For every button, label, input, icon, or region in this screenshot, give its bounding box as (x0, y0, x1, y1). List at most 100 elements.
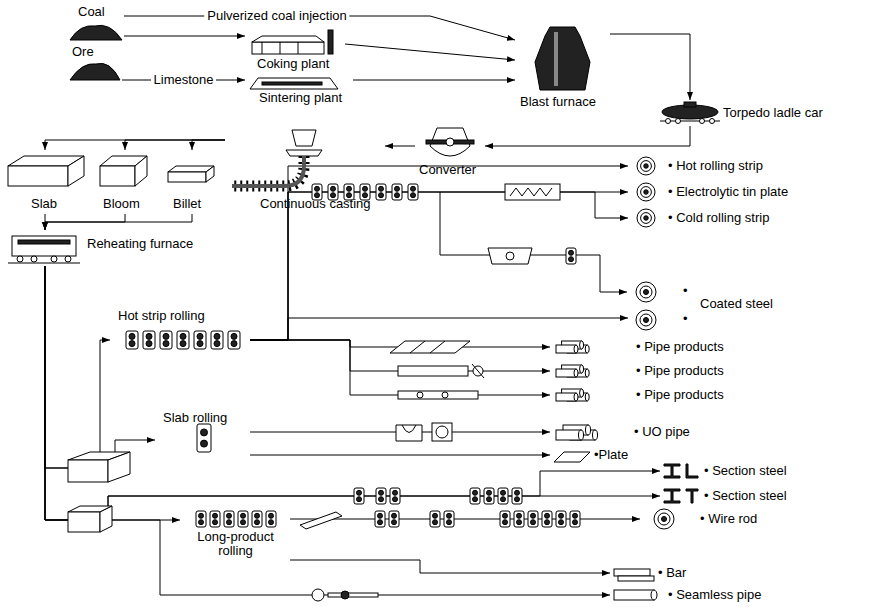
bullet-mark: • (683, 284, 688, 298)
rolling-stand (224, 511, 234, 527)
rolling-stand (376, 488, 386, 504)
pipe-mill-icon (472, 364, 484, 378)
rolling-stand (393, 497, 398, 502)
flow-arrow (45, 266, 180, 520)
billet-icon (206, 166, 214, 182)
rolling-stand (433, 513, 438, 518)
torpedo-car-icon (700, 119, 705, 124)
rolling-stand (214, 341, 220, 347)
process-node: • Hot rolling strip (628, 155, 868, 178)
rolling-stand (196, 511, 206, 527)
node-label: • Pipe products (636, 388, 724, 402)
rolling-stand (411, 186, 416, 191)
bloom-icon (100, 166, 135, 186)
flow-arrow (250, 318, 628, 340)
rolling-stand (556, 345, 576, 353)
process-node: Bloom (95, 150, 155, 214)
reheating-furnace-icon (31, 256, 37, 262)
reheating-furnace-icon (51, 256, 57, 262)
rolling-stand (228, 331, 240, 349)
blast-furnace-icon (535, 27, 590, 90)
rolling-stand (470, 488, 480, 504)
bullet-mark: • (683, 312, 688, 326)
rolling-stand (503, 513, 508, 518)
pipe-mill-icon (398, 364, 484, 378)
process-node: • Section steel (660, 460, 805, 482)
reheating-furnace-icon (65, 256, 71, 262)
rolling-stand (363, 186, 368, 191)
rolling-stand (593, 430, 598, 440)
rolling-stand (231, 333, 237, 339)
blast-furnace-icon (554, 32, 558, 86)
rolling-stand (227, 513, 232, 518)
rolling-stand (269, 520, 274, 525)
coking-plant-icon (252, 36, 324, 42)
rolling-stand (389, 511, 399, 527)
rolling-stand (580, 389, 584, 397)
coking-plant-icon (252, 42, 324, 54)
process-node: • Pipe products (550, 384, 770, 406)
torpedo-car-icon (666, 119, 671, 124)
flow-arrow (45, 266, 660, 520)
bar-icon (618, 576, 654, 581)
process-node: • Bar (610, 562, 705, 584)
annealing-furnace-icon (505, 184, 560, 200)
process-node: Billet (163, 150, 220, 214)
coking-plant-icon (252, 30, 333, 54)
pipe-mill-icon (398, 391, 478, 399)
rolling-stand (637, 209, 655, 227)
rolling-stand (375, 511, 385, 527)
rolling-stand (531, 513, 536, 518)
rolling-stand (357, 490, 362, 495)
slab-icon (68, 452, 130, 482)
flow-arrow (290, 560, 610, 573)
rolling-stand (637, 183, 655, 201)
rolling-stand (636, 282, 656, 302)
rolling-stand (197, 333, 203, 339)
rolling-stand (644, 190, 649, 195)
process-node: Ore (66, 44, 122, 82)
rolling-stand (585, 345, 589, 353)
rolling-stand (211, 331, 223, 349)
rolling-stand (586, 425, 591, 435)
flow-arrow (610, 34, 690, 100)
node-label: Long-product rolling (188, 530, 283, 558)
rolling-stand (408, 184, 418, 200)
process-node: Sintering plant (245, 74, 353, 107)
process-node: Long-product rolling (180, 508, 290, 570)
reheating-furnace-icon (8, 263, 80, 264)
flow-arrow (125, 140, 225, 150)
rolling-stand (654, 509, 674, 529)
sintering-plant-icon (262, 82, 322, 85)
bloom-icon (68, 506, 112, 532)
rolling-stand (266, 511, 276, 527)
rolling-stand (379, 497, 384, 502)
branch-line (440, 192, 627, 292)
rolling-stand (393, 490, 398, 495)
rolling-stand (644, 318, 649, 323)
node-label: •Plate (594, 448, 628, 462)
process-node: Slab rolling (155, 408, 250, 460)
rolling-stand (199, 513, 204, 518)
pipe-mill-icon (390, 341, 470, 353)
node-label: Coated steel (700, 297, 773, 311)
rolling-stand (487, 490, 492, 495)
rolling-stand (556, 369, 576, 377)
node-label: • Pipe products (636, 364, 724, 378)
uo-press-icon (396, 423, 452, 441)
rolling-stand (213, 513, 218, 518)
node-label: • Section steel (704, 464, 787, 478)
coking-plant-icon (280, 42, 281, 54)
rolling-stand (199, 520, 204, 525)
slab-icon (68, 156, 84, 186)
billet-piece-icon (300, 512, 342, 529)
rolling-stand (180, 333, 186, 339)
piercing-mill-icon (341, 591, 349, 599)
continuous-caster-icon (232, 156, 304, 186)
node-label: • Seamless pipe (668, 588, 761, 602)
node-label: • Bar (658, 566, 686, 580)
section-steel-icon (664, 464, 698, 503)
coal-pile (70, 25, 122, 40)
rolling-stand (238, 511, 248, 527)
node-label: Blast furnace (520, 95, 596, 109)
